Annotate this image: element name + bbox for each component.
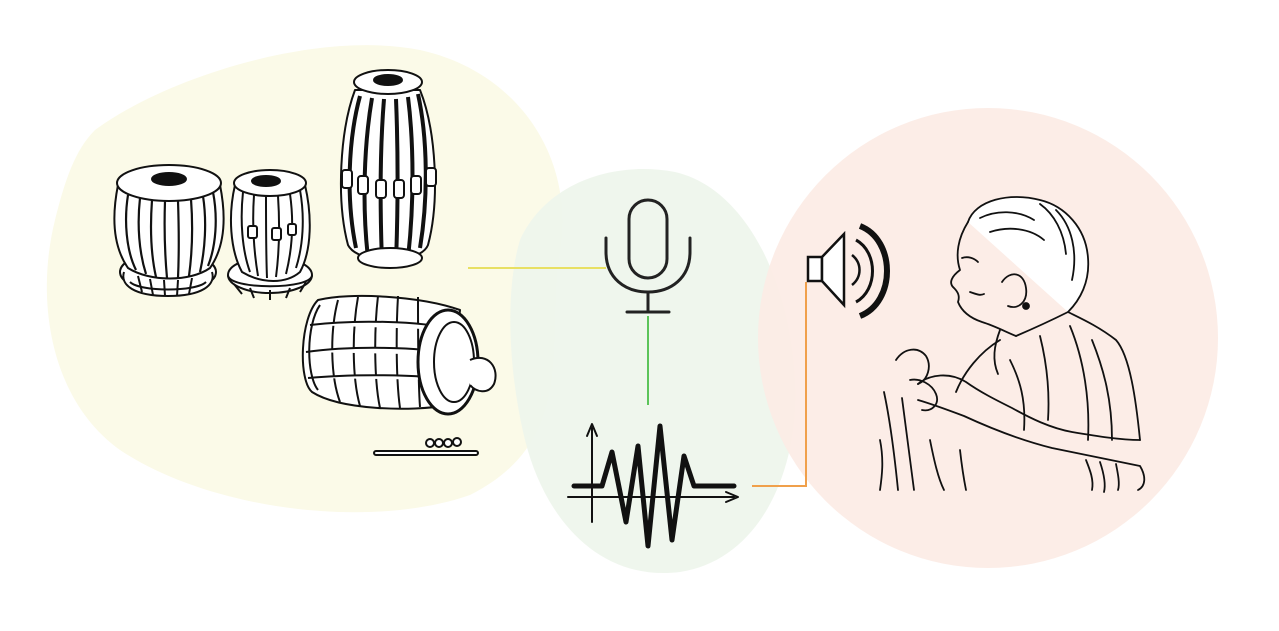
drum-instruments-illustration [113, 69, 497, 456]
dholak-drum-icon [301, 294, 497, 456]
listener-region [758, 108, 1218, 568]
waveform-icon [567, 423, 739, 549]
hammer-stick-icon [373, 450, 479, 456]
bayan-drum-icon [113, 164, 225, 297]
dayan-drum-icon [227, 169, 313, 300]
tuning-beads-icon [425, 437, 462, 448]
connector-waveform-to-speaker [752, 282, 807, 487]
waveform-signal [571, 423, 737, 549]
speaker-icon [806, 223, 890, 319]
pakhawaj-drum-icon [339, 69, 437, 269]
microphone-icon [604, 198, 692, 314]
signal-region [510, 169, 796, 574]
listener-illustration [879, 196, 1146, 493]
